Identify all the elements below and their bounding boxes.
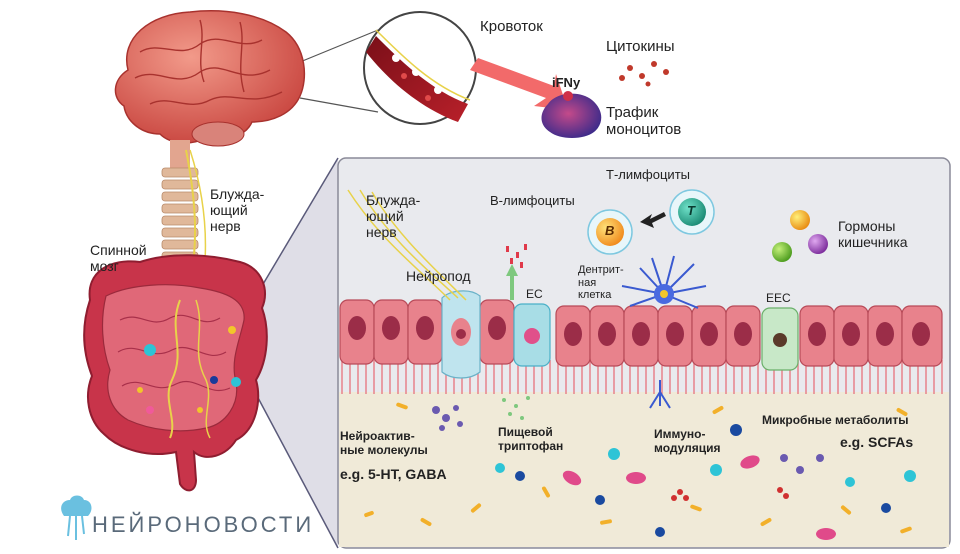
lumen-microbes xyxy=(364,396,916,540)
zoom-connector-panel xyxy=(255,157,339,549)
monocyte-cell xyxy=(541,91,602,138)
ec-secretion xyxy=(506,244,527,268)
logo-icon xyxy=(61,495,92,540)
logo-text: НЕЙРОНОВОСТИ xyxy=(92,512,315,537)
label-vagus-nerve-panel: Блужда- ющий нерв xyxy=(366,192,421,241)
label-dietary-tryptophan: Пищевой триптофан xyxy=(498,425,564,453)
eec-cell xyxy=(761,307,799,371)
t-lymphocyte xyxy=(669,189,715,235)
b-cell-letter: B xyxy=(605,223,615,238)
t-to-b-arrow xyxy=(640,212,666,228)
label-example-5ht-gaba: e.g. 5-HT, GABA xyxy=(340,466,447,482)
epithelial-cells xyxy=(339,299,943,367)
ec-cell xyxy=(506,264,551,367)
label-ec: EC xyxy=(526,287,543,301)
label-ifny: iFNy xyxy=(552,75,581,90)
label-monocyte-traffic: Трафик моноцитов xyxy=(606,104,682,139)
monocyte-arrow xyxy=(470,58,568,110)
label-cytokines: Цитокины xyxy=(606,38,675,55)
label-t-lymphocytes: Т-лимфоциты xyxy=(606,167,690,182)
gut-hormones xyxy=(772,210,828,262)
label-neuropod: Нейропод xyxy=(406,268,471,284)
label-dendritic-cell: Дентрит- ная клетка xyxy=(578,264,624,302)
dendritic-cell xyxy=(621,255,707,409)
t-cell-letter: T xyxy=(687,203,695,218)
label-gut-hormones: Гормоны кишечника xyxy=(838,218,908,251)
label-bloodstream: Кровоток xyxy=(480,18,543,35)
b-lymphocyte xyxy=(587,209,633,255)
zoom-connector-top xyxy=(299,29,379,113)
label-b-lymphocytes: В-лимфоциты xyxy=(490,193,575,208)
neuropod-cell xyxy=(347,189,481,379)
label-eec: EEC xyxy=(766,291,791,305)
cytokine-dots xyxy=(619,61,669,87)
label-spinal-cord: Спинной мозг xyxy=(90,242,147,275)
label-vagus-nerve-left: Блужда- ющий нерв xyxy=(210,186,265,235)
blood-vessel-inset xyxy=(363,11,477,125)
label-neuroactive-molecules: Нейроактив- ные молекулы xyxy=(340,429,428,457)
label-immunomodulation: Иммуно- модуляция xyxy=(654,427,721,455)
label-microbial-metabolites: Микробные метаболиты xyxy=(762,413,909,427)
label-example-scfas: e.g. SCFAs xyxy=(840,434,914,450)
intestine-illustration xyxy=(83,254,268,492)
